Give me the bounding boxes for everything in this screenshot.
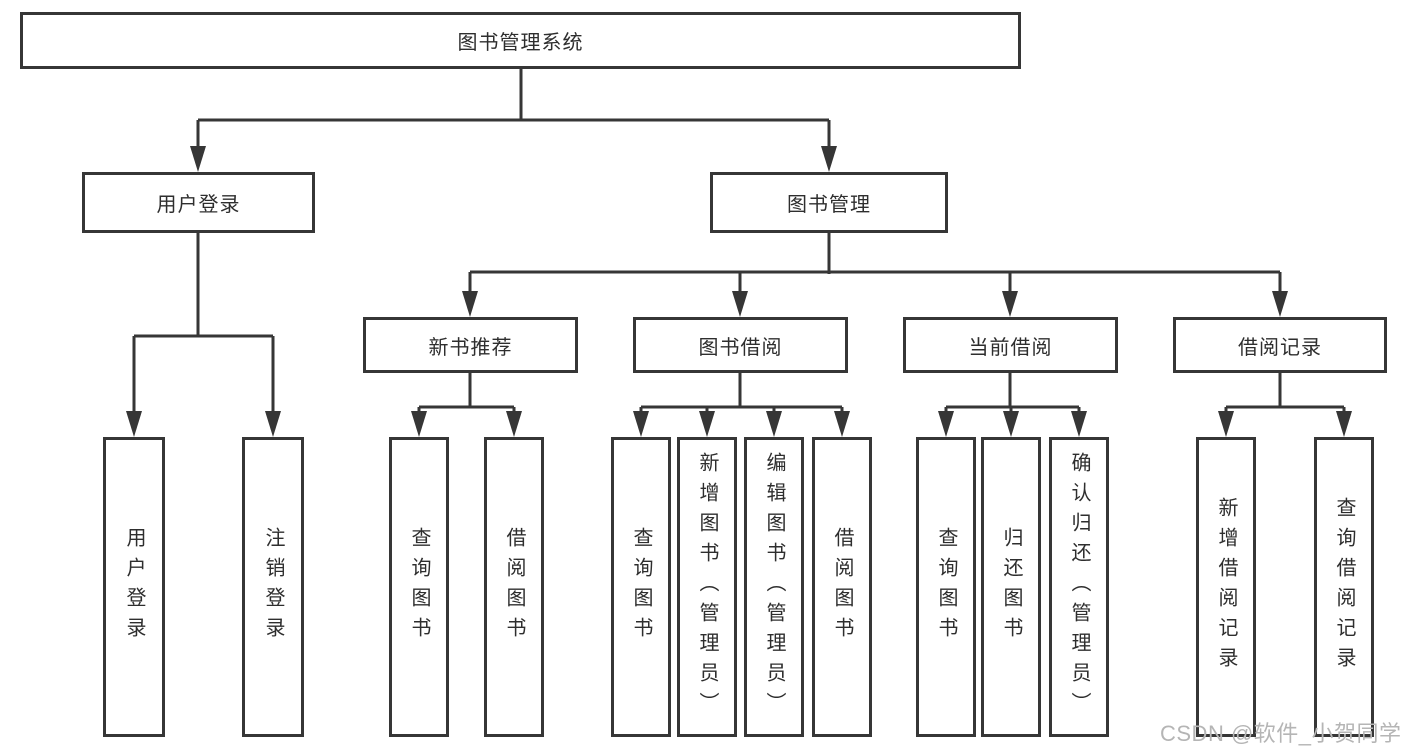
node-library-system: 图书管理系统 [20, 12, 1021, 69]
leaf-user-login: 用户登录 [103, 437, 165, 737]
leaf-label: 确认归还（管理员） [1068, 452, 1090, 722]
arrow-down-icon [1003, 411, 1019, 437]
node-book-borrowing: 图书借阅 [633, 317, 848, 373]
leaf-confirm-return-admin: 确认归还（管理员） [1049, 437, 1109, 737]
arrow-down-icon [506, 411, 522, 437]
leaf-query-book-recommend: 查询图书 [389, 437, 449, 737]
arrow-down-icon [766, 411, 782, 437]
leaf-label: 查询图书 [408, 527, 430, 647]
leaf-label: 编辑图书（管理员） [763, 452, 785, 722]
arrow-down-icon [633, 411, 649, 437]
leaf-label: 新增图书（管理员） [696, 452, 718, 722]
arrow-down-icon [265, 411, 281, 437]
arrow-down-icon [411, 411, 427, 437]
leaf-edit-book-admin: 编辑图书（管理员） [744, 437, 804, 737]
leaf-label: 查询借阅记录 [1333, 497, 1355, 677]
arrow-down-icon [834, 411, 850, 437]
leaf-label: 借阅图书 [831, 527, 853, 647]
arrow-down-icon [126, 411, 142, 437]
leaf-label: 用户登录 [123, 527, 145, 647]
leaf-query-book-current: 查询图书 [916, 437, 976, 737]
leaf-add-book-admin: 新增图书（管理员） [677, 437, 737, 737]
node-borrowing-records: 借阅记录 [1173, 317, 1387, 373]
leaf-label: 查询图书 [630, 527, 652, 647]
arrow-down-icon [1002, 291, 1018, 317]
node-new-book-recommendation: 新书推荐 [363, 317, 578, 373]
leaf-label: 归还图书 [1000, 527, 1022, 647]
leaf-borrow-book-recommend: 借阅图书 [484, 437, 544, 737]
leaf-query-borrow-record: 查询借阅记录 [1314, 437, 1374, 737]
arrow-down-icon [732, 291, 748, 317]
leaf-add-borrow-record: 新增借阅记录 [1196, 437, 1256, 737]
arrow-down-icon [821, 146, 837, 172]
leaf-label: 借阅图书 [503, 527, 525, 647]
arrow-down-icon [462, 291, 478, 317]
arrow-down-icon [699, 411, 715, 437]
arrow-down-icon [1071, 411, 1087, 437]
csdn-watermark: CSDN @软件_小贺同学 [1160, 721, 1402, 746]
arrow-down-icon [938, 411, 954, 437]
arrow-down-icon [1272, 291, 1288, 317]
leaf-label: 注销登录 [262, 527, 284, 647]
arrow-down-icon [1336, 411, 1352, 437]
leaf-label: 查询图书 [935, 527, 957, 647]
node-current-borrowing: 当前借阅 [903, 317, 1118, 373]
arrow-down-icon [190, 146, 206, 172]
leaf-logout: 注销登录 [242, 437, 304, 737]
node-user-login: 用户登录 [82, 172, 315, 233]
leaf-query-book-borrow: 查询图书 [611, 437, 671, 737]
leaf-label: 新增借阅记录 [1215, 497, 1237, 677]
leaf-borrow-book: 借阅图书 [812, 437, 872, 737]
leaf-return-book: 归还图书 [981, 437, 1041, 737]
arrow-down-icon [1218, 411, 1234, 437]
node-book-management: 图书管理 [710, 172, 948, 233]
